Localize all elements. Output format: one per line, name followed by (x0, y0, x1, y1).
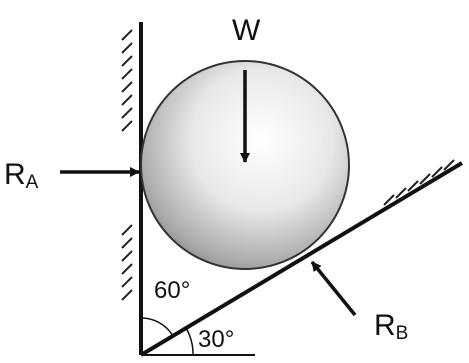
reaction-b-letter: R (374, 309, 396, 342)
reaction-b-subscript: B (396, 323, 409, 344)
incline-hatching (383, 159, 455, 206)
angle-arc-wall (140, 317, 174, 337)
reaction-a-letter: R (4, 158, 26, 191)
sphere (140, 60, 350, 270)
incline-plane (139, 161, 464, 357)
weight-label: W (232, 14, 261, 47)
angle-wall-label: 60° (154, 277, 190, 304)
reaction-a-label: RA (4, 158, 39, 193)
angle-floor-label: 30° (198, 326, 234, 353)
wall-hatching (121, 29, 133, 301)
reaction-b-arrow (310, 260, 357, 317)
reaction-b-label: RB (374, 309, 408, 344)
reaction-a-subscript: A (26, 172, 39, 193)
angle-arc-floor (185, 327, 194, 356)
